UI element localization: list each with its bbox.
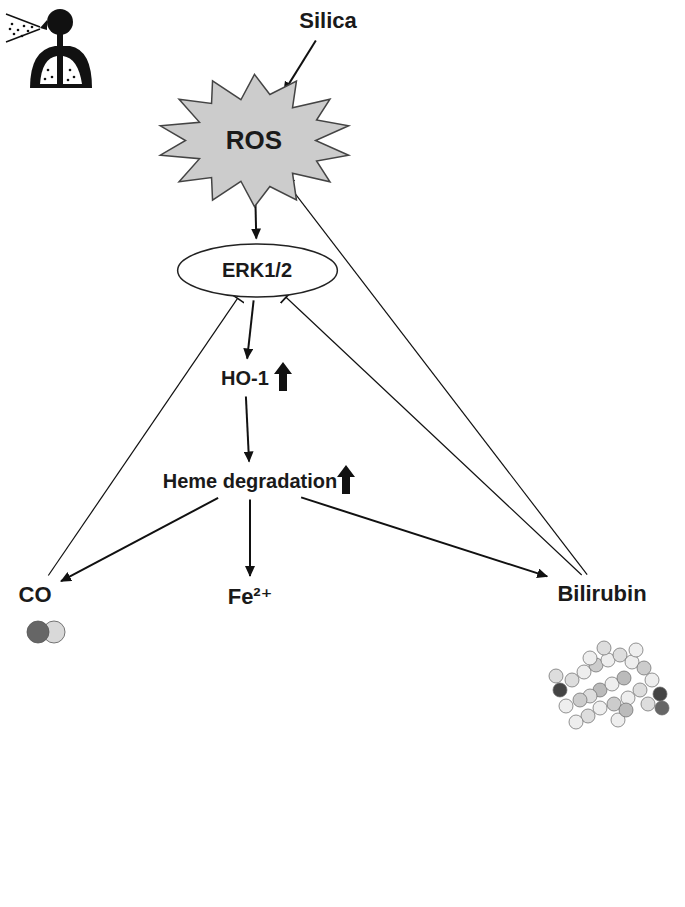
lungs-icon bbox=[40, 56, 82, 84]
atom-sphere bbox=[619, 703, 633, 717]
atom-sphere bbox=[621, 691, 635, 705]
atom-sphere bbox=[593, 701, 607, 715]
atom-sphere bbox=[553, 683, 567, 697]
atom-sphere bbox=[629, 643, 643, 657]
atom-sphere bbox=[569, 715, 583, 729]
atom-sphere bbox=[549, 669, 563, 683]
atom-sphere bbox=[565, 673, 579, 687]
node-text: CO bbox=[19, 582, 52, 608]
inhibition-line bbox=[288, 185, 587, 575]
silica-particles bbox=[9, 23, 34, 38]
activation-arrow bbox=[246, 396, 249, 461]
atom-sphere bbox=[573, 693, 587, 707]
inhibition-line bbox=[286, 297, 582, 575]
activation-arrow bbox=[61, 498, 218, 581]
atom-sphere bbox=[617, 671, 631, 685]
co-molecule bbox=[27, 621, 65, 643]
atom-sphere bbox=[653, 687, 667, 701]
person-icon bbox=[30, 9, 92, 88]
product-label: CO bbox=[13, 578, 58, 612]
node-text: ROS bbox=[226, 125, 282, 156]
bilirubin-molecule bbox=[549, 641, 669, 729]
lung-particles bbox=[44, 69, 76, 82]
atom-sphere bbox=[559, 699, 573, 713]
atom-sphere bbox=[637, 661, 651, 675]
atom-sphere bbox=[597, 641, 611, 655]
inhibition-line bbox=[48, 298, 237, 575]
node-text: ERK1/2 bbox=[222, 259, 292, 282]
kinase-ellipse: ERK1/2 bbox=[176, 243, 339, 298]
node-text: Heme degradation bbox=[163, 470, 337, 493]
activation-arrow bbox=[301, 497, 547, 576]
enzyme-label: HO-1 bbox=[215, 363, 275, 394]
product-label: Fe²⁺ bbox=[222, 580, 279, 614]
agent-label: Silica bbox=[293, 4, 363, 38]
product-label: Bilirubin bbox=[551, 577, 653, 611]
ros-starburst: ROS bbox=[156, 73, 353, 208]
spray-cone bbox=[6, 14, 40, 42]
atom-sphere bbox=[645, 673, 659, 687]
node-text: Fe²⁺ bbox=[228, 584, 273, 610]
atom-sphere bbox=[655, 701, 669, 715]
node-text: HO-1 bbox=[221, 367, 269, 390]
atom-sphere bbox=[633, 683, 647, 697]
activation-arrow bbox=[247, 300, 253, 358]
atom-sphere bbox=[641, 697, 655, 711]
process-label: Heme degradation bbox=[157, 466, 344, 497]
node-text: Bilirubin bbox=[557, 581, 646, 607]
atom-sphere bbox=[577, 665, 591, 679]
atom-sphere bbox=[613, 648, 627, 662]
node-text: Silica bbox=[299, 8, 356, 34]
activation-arrow bbox=[249, 500, 251, 577]
atom-sphere bbox=[583, 651, 597, 665]
